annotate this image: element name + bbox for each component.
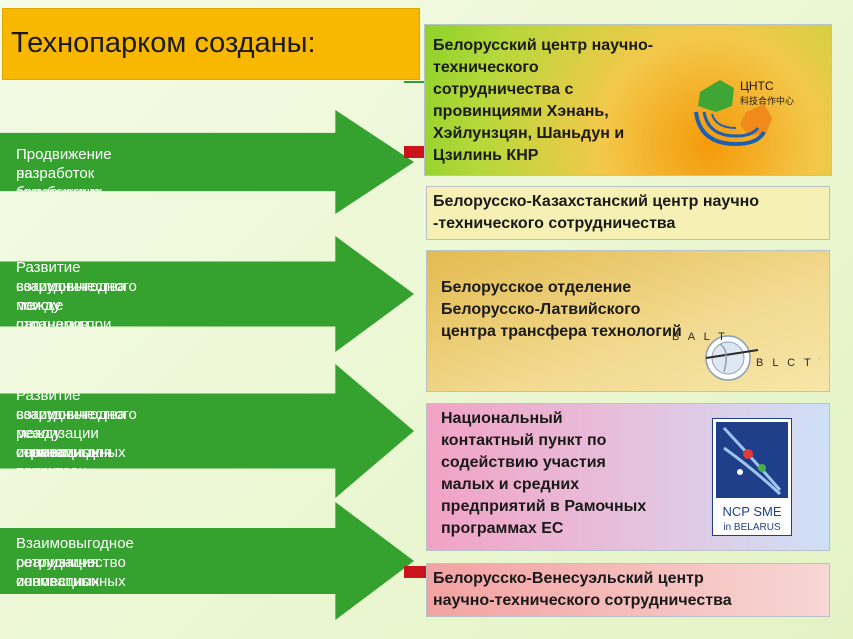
- arrow-1: Продвижение на зарубежные рынки разработ…: [0, 110, 414, 214]
- center-4-line-5: предприятий в Рамочных: [441, 498, 647, 515]
- bctt-logo: B A L T B L C T T: [672, 331, 820, 381]
- center-4-line-2: контактный пункт по: [441, 432, 607, 449]
- center-4-line-1: Национальный: [441, 410, 563, 427]
- arrow-3-line-4: инновационных проектов: [16, 444, 126, 480]
- arrow-2-line-1: Развитие взаимовыгодного: [16, 259, 137, 295]
- center-box-china: Белорусский центр научно- технического с…: [424, 24, 832, 176]
- ncp-logo-line-2: in BELARUS: [723, 522, 781, 533]
- arrow-3-line-2: сотрудничества между странами для: [16, 406, 126, 461]
- center-5-line-1: Белорусско-Венесуэльский центр: [433, 570, 704, 587]
- center-4-line-6: программах ЕС: [441, 520, 564, 537]
- arrow-1-line-2: разработок белорусских ученых: [16, 165, 103, 220]
- center-1-line-3: сотрудничества с: [433, 81, 574, 98]
- title-box: Технопарком созданы:: [2, 8, 420, 80]
- center-3-line-1: Белорусское отделение: [441, 279, 632, 296]
- center-1-line-4: провинциями Хэнань,: [433, 103, 609, 120]
- center-box-kazakhstan: Белорусско-Казахстанский центр научно -т…: [426, 186, 830, 240]
- arrow-4-line-1: Взаимовыгодное сотрудничество и: [16, 535, 134, 590]
- ctc-logo-subtext: 科技合作中心: [740, 95, 794, 107]
- arrow-2-line-3: поиске партнеров: [16, 297, 89, 333]
- bctt-logo-right-text: B L C T T: [756, 357, 820, 369]
- center-5-line-2: научно-технического сотрудничества: [433, 592, 732, 609]
- center-1-line-6: Цзилинь КНР: [433, 147, 539, 164]
- connector-line-1: [404, 81, 424, 83]
- arrow-3: Развитие взаимовыгодного сотрудничества …: [0, 364, 414, 498]
- connector-red-2: [404, 566, 426, 578]
- center-2-line-2: -технического сотрудничества: [433, 215, 676, 232]
- arrow-4-line-3: инновационных проектов: [16, 573, 126, 609]
- ncp-logo-line-1: NCP SME: [723, 504, 782, 519]
- center-4-line-3: содействию участия: [441, 454, 606, 471]
- connector-red-1: [404, 146, 426, 158]
- center-1-line-5: Хэйлунзцян, Шаньдун и: [433, 125, 625, 142]
- page-title: Технопарком созданы:: [11, 27, 316, 59]
- center-1-line-2: технического: [433, 59, 539, 76]
- bctt-logo-top-text: B A L T: [672, 331, 728, 343]
- center-4-line-4: малых и средних: [441, 476, 580, 493]
- arrow-4: Взаимовыгодное сотрудничество и реализац…: [0, 502, 414, 620]
- center-2-line-1: Белорусско-Казахстанский центр научно: [433, 193, 760, 210]
- ncp-sme-logo: NCP SME in BELARUS: [712, 418, 792, 536]
- center-3-line-2: Белорусско-Латвийского: [441, 301, 641, 318]
- center-1-line-1: Белорусский центр научно-: [433, 37, 654, 54]
- ctc-logo-text: ЦНТС: [740, 79, 774, 93]
- arrow-2: Развитие взаимовыгодного сотрудничества …: [0, 236, 414, 352]
- center-box-latvia: Белорусское отделение Белорусско-Латвийс…: [426, 250, 830, 392]
- ctc-logo: ЦНТС 科技合作中心: [694, 79, 794, 147]
- center-3-line-3: центра трансфера технологий: [441, 323, 682, 340]
- center-box-venezuela: Белорусско-Венесуэльский центр научно-те…: [426, 563, 830, 617]
